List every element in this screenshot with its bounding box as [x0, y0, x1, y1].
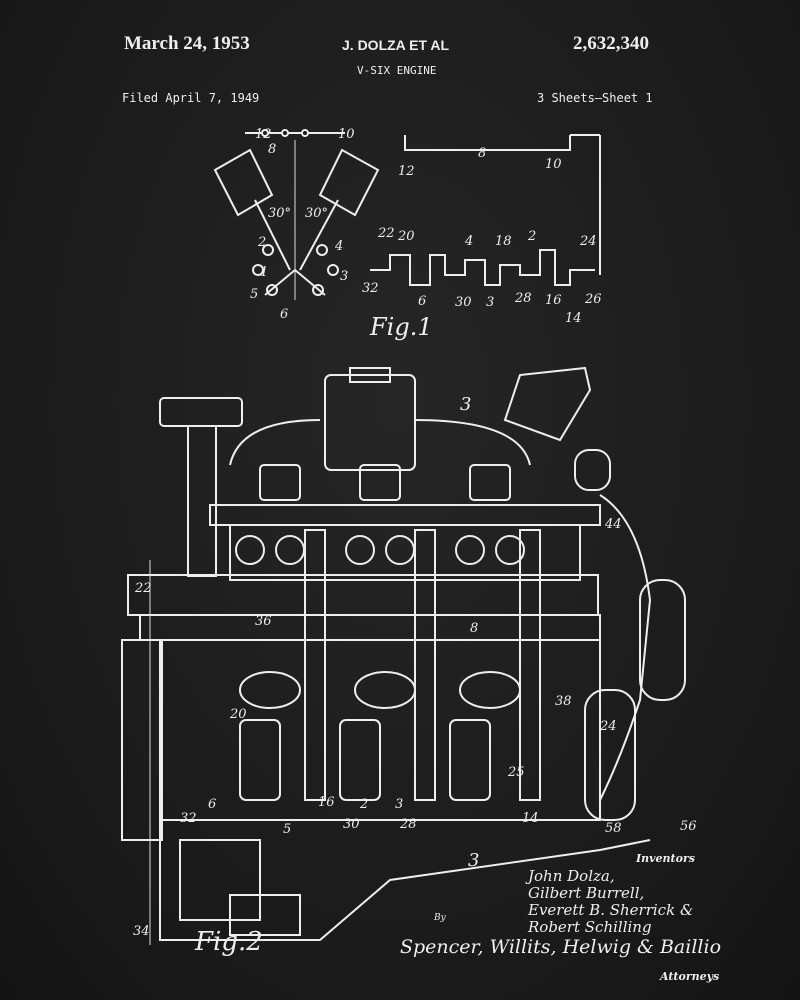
part-number-label: 8: [470, 621, 478, 636]
patent-title: V-SIX ENGINE: [357, 64, 437, 77]
part-number-label: 16: [318, 795, 335, 810]
part-number-label: 38: [555, 694, 572, 709]
part-number-label: 12: [255, 127, 272, 142]
part-number-label: 2: [257, 235, 266, 250]
part-number-label: 24: [579, 234, 597, 249]
part-number-label: 4: [334, 239, 343, 254]
part-number-label: 30: [343, 817, 360, 832]
part-number-label: 24: [599, 719, 617, 734]
part-number-label: 2: [527, 229, 536, 244]
part-number-label: 34: [133, 924, 150, 939]
part-number-label: 20: [397, 229, 415, 244]
part-number-label: 6: [418, 294, 426, 309]
patent-number: 2,632,340: [573, 33, 649, 54]
part-number-label: 8: [478, 146, 486, 161]
part-number-label: 26: [584, 292, 602, 307]
attorneys-signature: Spencer, Willits, Helwig & Baillio: [400, 936, 722, 958]
part-number-label: 22: [377, 226, 395, 241]
part-number-label: 30: [455, 295, 472, 310]
part-number-label: 5: [283, 822, 291, 837]
section-mark-top: 3: [460, 394, 471, 415]
part-number-label: 1: [260, 265, 268, 280]
part-number-label: 6: [208, 797, 216, 812]
patent-date: March 24, 1953: [124, 33, 250, 54]
part-number-label: 3: [395, 797, 403, 812]
part-number-label: 36: [255, 614, 272, 629]
filed-date: Filed April 7, 1949: [122, 91, 260, 105]
part-number-label: 30°: [305, 206, 328, 221]
part-number-label: 5: [250, 287, 258, 302]
part-number-label: 3: [340, 269, 348, 284]
inventor-name: Gilbert Burrell,: [528, 884, 645, 902]
fig2-engine: [121, 366, 686, 945]
part-number-label: 4: [464, 234, 473, 249]
part-number-label: 10: [545, 157, 562, 172]
part-number-label: 6: [280, 307, 288, 322]
part-number-label: 28: [514, 291, 532, 306]
part-number-label: 14: [565, 311, 582, 326]
by-label: By: [434, 913, 446, 923]
inventor-name: Robert Schilling: [528, 918, 652, 936]
inventor-name: Everett B. Sherrick &: [528, 901, 694, 919]
inventor-names: John Dolza, Gilbert Burrell, Everett B. …: [528, 868, 693, 936]
part-number-label: 16: [545, 293, 562, 308]
inventor-name: John Dolza,: [528, 867, 615, 885]
part-number-label: 56: [680, 819, 697, 834]
part-number-label: 44: [604, 517, 622, 532]
part-number-label: 58: [605, 821, 622, 836]
part-number-label: 14: [522, 811, 539, 826]
part-number-label: 25: [507, 765, 525, 780]
part-number-label: 2: [359, 797, 368, 812]
part-number-label: 3: [486, 295, 494, 310]
part-number-label: 32: [180, 811, 197, 826]
part-number-label: 32: [362, 281, 379, 296]
attorneys-label: Attorneys: [660, 970, 720, 983]
inventor-header: J. DOLZA ET AL: [342, 37, 450, 53]
part-number-label: 18: [495, 234, 512, 249]
sheet-count: 3 Sheets—Sheet 1: [537, 91, 653, 105]
section-mark-bottom: 3: [468, 850, 479, 871]
part-number-label: 12: [398, 164, 415, 179]
part-number-label: 28: [399, 817, 417, 832]
part-number-label: 20: [229, 707, 247, 722]
part-number-label: 30°: [268, 206, 291, 221]
fig1-v-diagram: [213, 129, 380, 300]
fig1-firing-diagram: [370, 134, 601, 286]
fig1-label: Fig.1: [369, 313, 433, 341]
fig2-label: Fig.2: [194, 927, 263, 957]
part-number-label: 22: [134, 581, 152, 596]
part-number-label: 10: [338, 127, 355, 142]
part-number-label: 8: [268, 142, 276, 157]
inventors-label: Inventors: [636, 852, 695, 865]
